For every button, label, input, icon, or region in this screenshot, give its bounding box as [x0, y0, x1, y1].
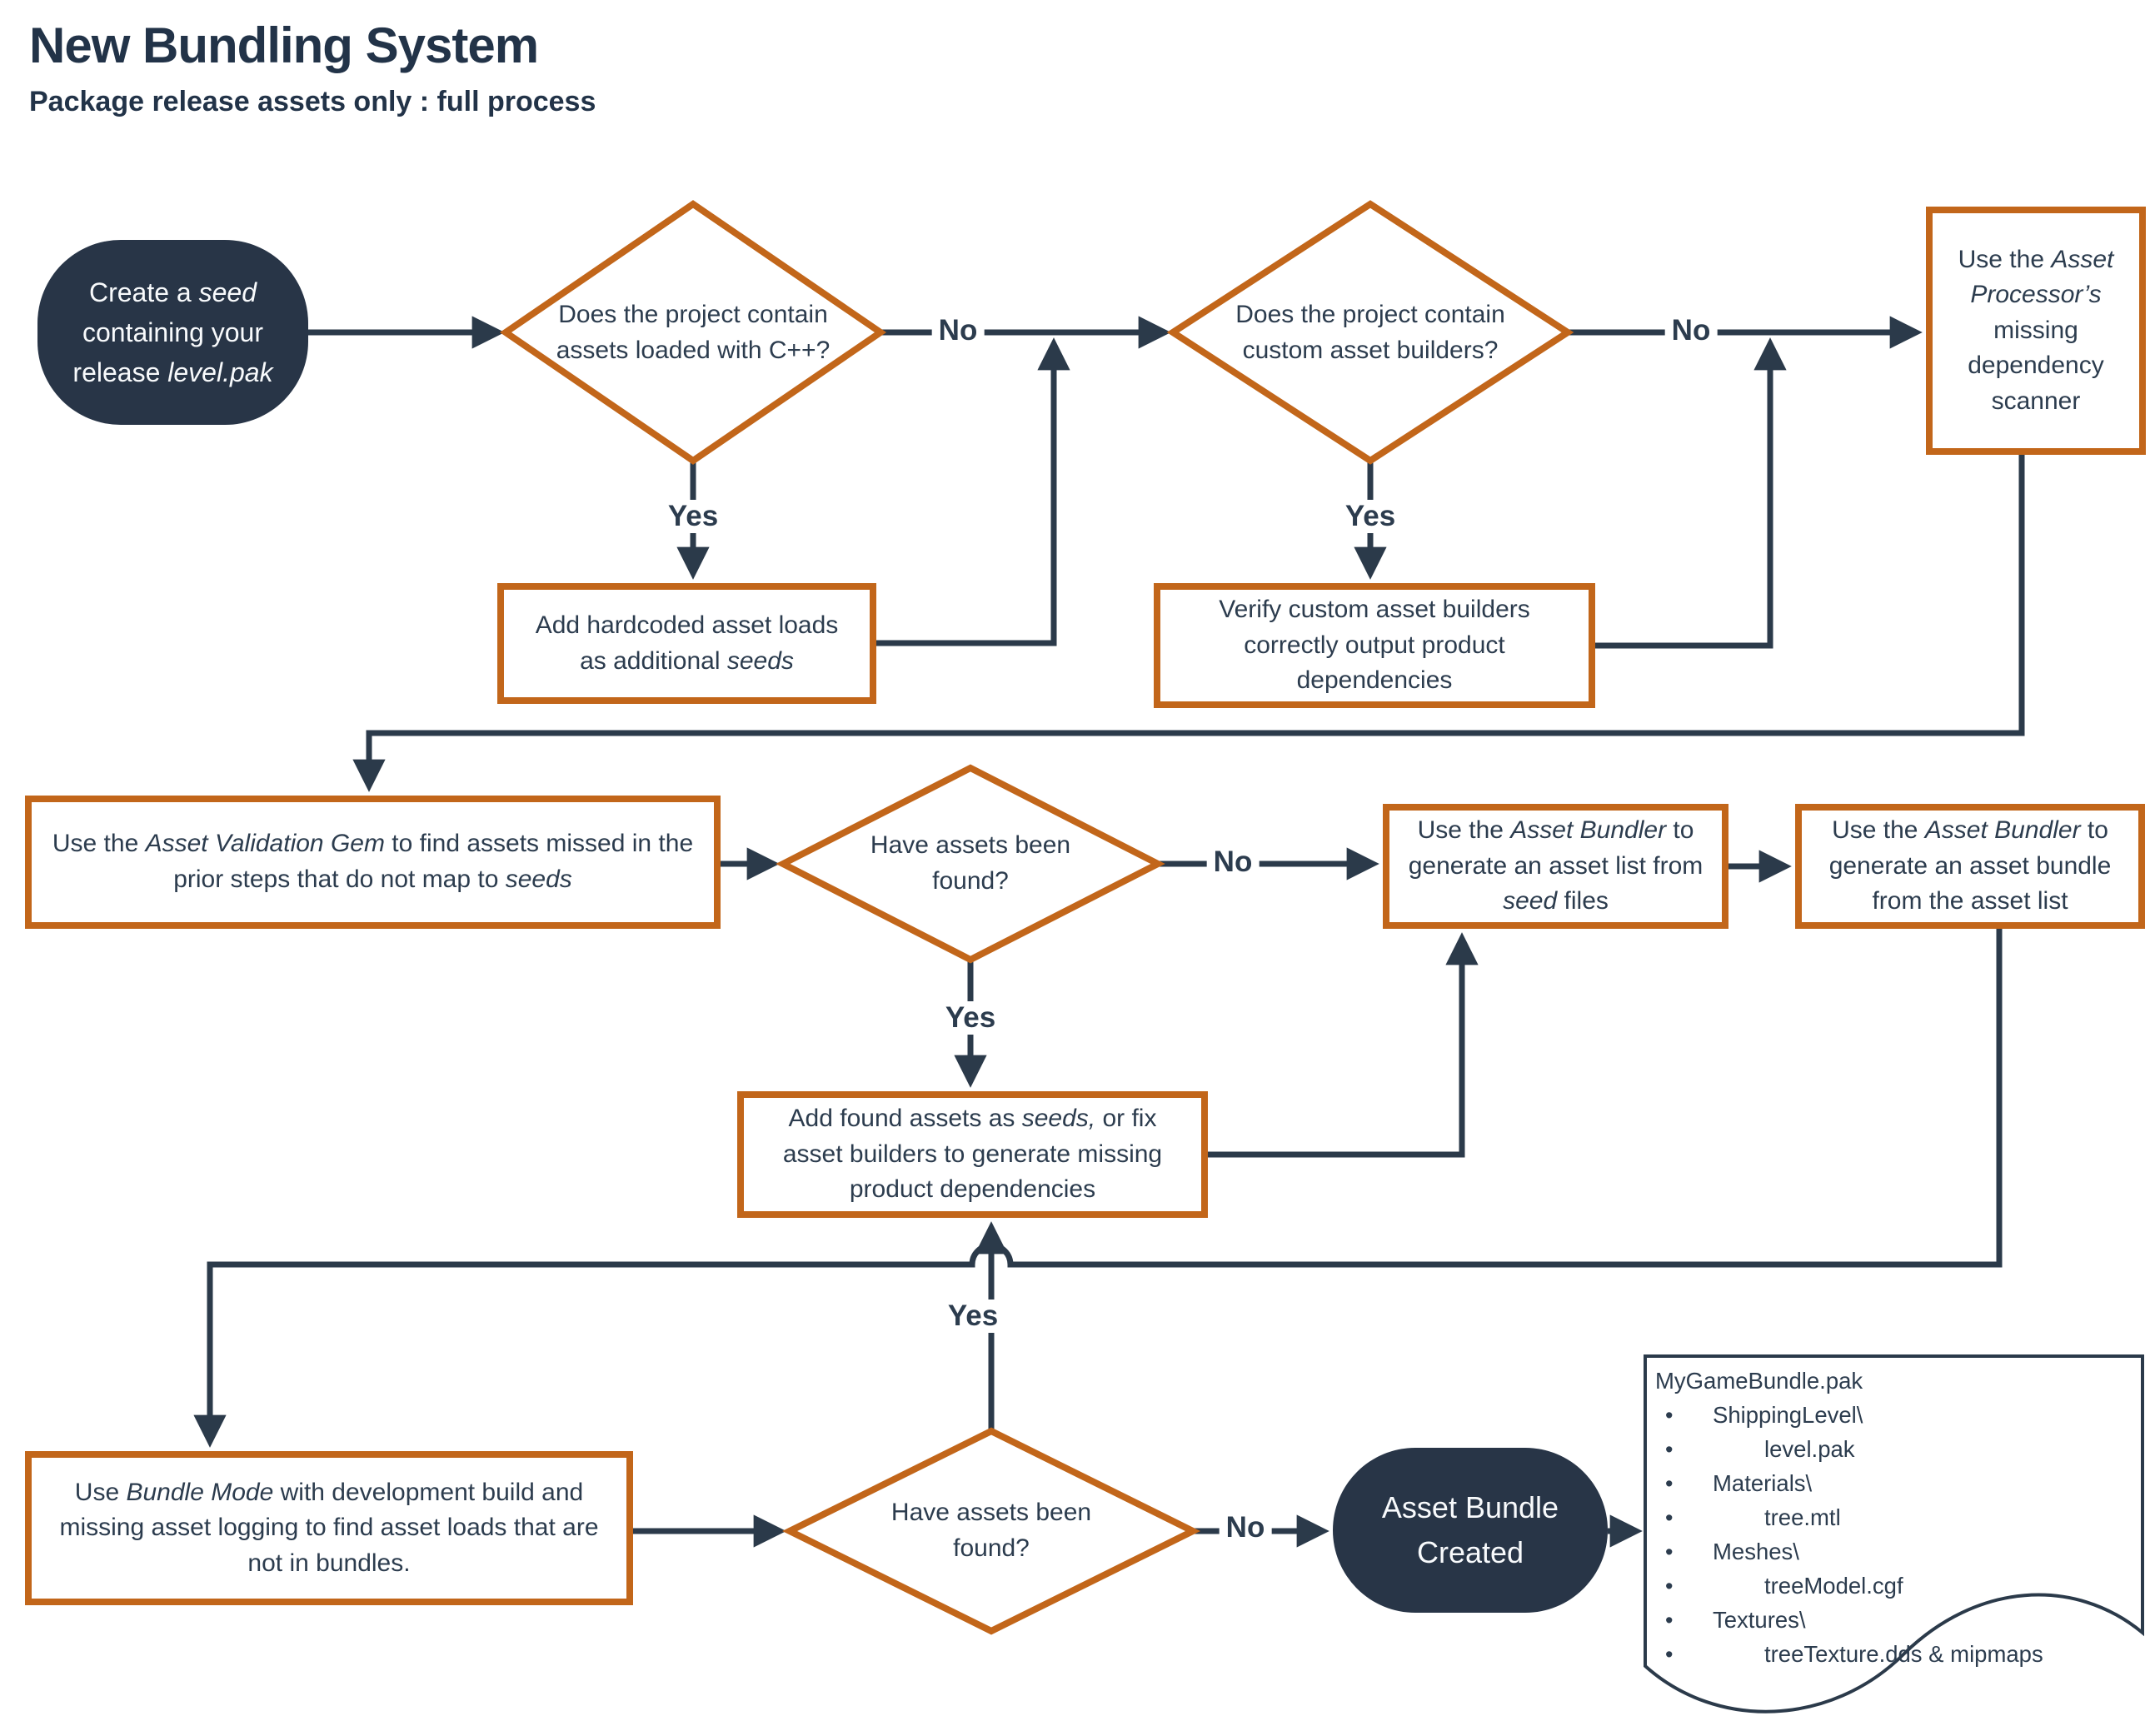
document-list-item: • treeTexture.dds & mipmaps [1655, 1641, 2143, 1675]
bullet-icon: • [1665, 1403, 1674, 1428]
edge-label-builders-yes: Yes [1338, 500, 1403, 533]
document-item-label: treeModel.cgf [1764, 1573, 1903, 1599]
edge-label-cpp-yes: Yes [661, 500, 726, 533]
document-item-label: tree.mtl [1764, 1504, 1841, 1530]
node-text: Use the Asset Validation Gem to find ass… [52, 830, 694, 893]
document-list-item: • Materials\ [1655, 1470, 2143, 1504]
document-item-label: Materials\ [1713, 1470, 1813, 1496]
document-list-item: • ShippingLevel\ [1655, 1402, 2143, 1436]
bullet-icon: • [1665, 1539, 1674, 1564]
bullet-icon: • [1665, 1505, 1674, 1530]
node-text: Does the project contain custom asset bu… [1235, 301, 1505, 364]
document-item-label: Meshes\ [1713, 1539, 1799, 1564]
bullet-icon: • [1665, 1437, 1674, 1462]
document-item-label: treeTexture.dds & mipmaps [1764, 1641, 2043, 1667]
bullet-icon: • [1665, 1608, 1674, 1633]
edge-scanner-to-validation [352, 455, 2025, 792]
document-list-item: • Textures\ [1655, 1607, 2143, 1641]
node-text: Use the Asset Bundler to generate an ass… [1828, 816, 2112, 915]
decision-found2-label: Have assets been found? [850, 1464, 1133, 1598]
document-item-label: level.pak [1764, 1436, 1855, 1462]
bullet-icon: • [1665, 1574, 1674, 1599]
edge-label-found1-yes: Yes [938, 1001, 1003, 1035]
bullet-icon: • [1665, 1642, 1674, 1667]
asset-list-node: Use the Asset Bundler to generate an ass… [1383, 804, 1728, 929]
node-text: Have assets been found? [870, 831, 1071, 895]
edge-label-found2-yes: Yes [940, 1300, 1005, 1333]
node-text: Have assets been found? [890, 1499, 1092, 1562]
decision-cpp-label: Does the project contain assets loaded w… [551, 250, 835, 417]
node-text: Add hardcoded asset loads as additional … [535, 611, 839, 675]
decision-builders-label: Does the project contain custom asset bu… [1229, 250, 1512, 417]
document-shape [1644, 1354, 2144, 1714]
document-list-item: • Meshes\ [1655, 1539, 2143, 1573]
asset-bundle-node: Use the Asset Bundler to generate an ass… [1795, 804, 2145, 929]
node-text: Add found assets as seeds, or fix asset … [782, 1105, 1163, 1204]
add-found-assets-node: Add found assets as seeds, or fix asset … [737, 1091, 1208, 1218]
decision-builders-diamond [1166, 200, 1574, 465]
document-list: • ShippingLevel\ • level.pak • Materials\ • tre… [1655, 1402, 2143, 1675]
edge-label-found2-no: No [1219, 1511, 1272, 1544]
document-list-item: • level.pak [1655, 1436, 2143, 1470]
bullet-icon: • [1665, 1471, 1674, 1496]
edge-label-builders-no: No [1664, 314, 1718, 347]
verify-builders-node: Verify custom asset builders correctly o… [1154, 583, 1595, 708]
edge-label-found1-no: No [1206, 846, 1260, 879]
edge-hardcoded-return [876, 337, 1070, 646]
page-title: New Bundling System [29, 17, 539, 73]
edge-label-cpp-no: No [931, 314, 985, 347]
diagram-header: New Bundling System Package release asse… [29, 17, 596, 118]
edge-addfound-to-assetlist [1208, 932, 1479, 1158]
asset-validation-node: Use the Asset Validation Gem to find ass… [25, 796, 721, 929]
decision-found1-label: Have assets been found? [829, 797, 1112, 930]
node-text: Does the project contain assets loaded w… [556, 301, 831, 364]
hardcoded-seeds-node: Add hardcoded asset loads as additional … [497, 583, 876, 704]
decision-found1-diamond [776, 764, 1165, 964]
document-item-label: ShippingLevel\ [1713, 1402, 1863, 1428]
node-text: Verify custom asset builders correctly o… [1219, 596, 1530, 695]
decision-cpp-diamond [499, 200, 887, 465]
document-list-item: • treeModel.cgf [1655, 1573, 2143, 1607]
document-item-label: Textures\ [1713, 1607, 1806, 1633]
scanner-node: Use the Asset Processor’s missing depend… [1926, 207, 2146, 455]
node-text: Use the Asset Processor’s missing depend… [1958, 245, 2114, 415]
edge-verify-return [1595, 337, 1787, 649]
node-text: Use Bundle Mode with development build a… [59, 1478, 599, 1577]
node-text: Use the Asset Bundler to generate an ass… [1408, 816, 1704, 915]
bundle-mode-node: Use Bundle Mode with development build a… [25, 1451, 633, 1605]
page-subtitle: Package release assets only : full proce… [29, 86, 596, 117]
document-title: MyGameBundle.pak [1655, 1368, 1863, 1394]
document-body: MyGameBundle.pak • ShippingLevel\ • level.p… [1645, 1356, 2143, 1675]
document-list-item: • tree.mtl [1655, 1504, 2143, 1539]
decision-found2-diamond [781, 1427, 1201, 1635]
